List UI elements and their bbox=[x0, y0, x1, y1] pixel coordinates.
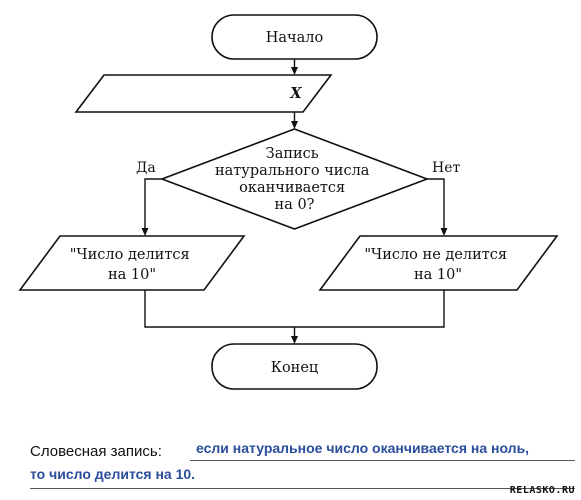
verbal-record: Словесная запись: если натуральное число… bbox=[0, 430, 581, 500]
arrowhead bbox=[291, 67, 298, 75]
answer-rule-1 bbox=[190, 460, 575, 461]
condition-line-3: оканчивается bbox=[239, 180, 345, 196]
flowchart: Начало X Запись натурального числа оканч… bbox=[18, 14, 559, 390]
connector-merge bbox=[144, 290, 445, 328]
condition-line-1: Запись bbox=[266, 146, 319, 162]
arrowhead bbox=[291, 121, 298, 129]
no-output-line-2: на 10" bbox=[414, 267, 462, 283]
arrowhead bbox=[291, 336, 298, 344]
input-label: X bbox=[289, 85, 302, 102]
condition-line-2: натурального числа bbox=[215, 163, 370, 179]
end-label: Конец bbox=[271, 360, 319, 376]
yes-output-label: "Число делится на 10" bbox=[70, 247, 195, 283]
condition-label: Запись натурального числа оканчивается н… bbox=[215, 146, 374, 213]
no-output-line-1: "Число не делится bbox=[364, 247, 507, 263]
no-output-label: "Число не делится на 10" bbox=[364, 247, 511, 283]
condition-diamond bbox=[159, 128, 430, 230]
yes-output-line-2: на 10" bbox=[108, 267, 156, 283]
verbal-record-line-1: если натуральное число оканчивается на н… bbox=[196, 440, 530, 456]
connector-yes-branch bbox=[144, 178, 162, 229]
arrowhead bbox=[440, 228, 448, 236]
no-output-parallelogram bbox=[318, 235, 559, 291]
verbal-record-line-2: то число делится на 10. bbox=[30, 466, 196, 482]
yes-output-line-1: "Число делится bbox=[70, 247, 190, 263]
no-label: Нет bbox=[432, 160, 460, 176]
verbal-record-label: Словесная запись: bbox=[30, 443, 162, 460]
watermark: RELASKO.RU bbox=[509, 485, 575, 496]
input-parallelogram bbox=[74, 74, 333, 113]
start-label: Начало bbox=[266, 30, 323, 46]
end-terminator bbox=[211, 343, 378, 390]
connector-no-branch bbox=[427, 178, 445, 229]
answer-rule-2 bbox=[30, 488, 575, 489]
arrowhead bbox=[141, 228, 149, 236]
condition-line-4: на 0? bbox=[275, 197, 315, 213]
yes-output-parallelogram bbox=[18, 235, 246, 291]
yes-label: Да bbox=[136, 160, 156, 176]
